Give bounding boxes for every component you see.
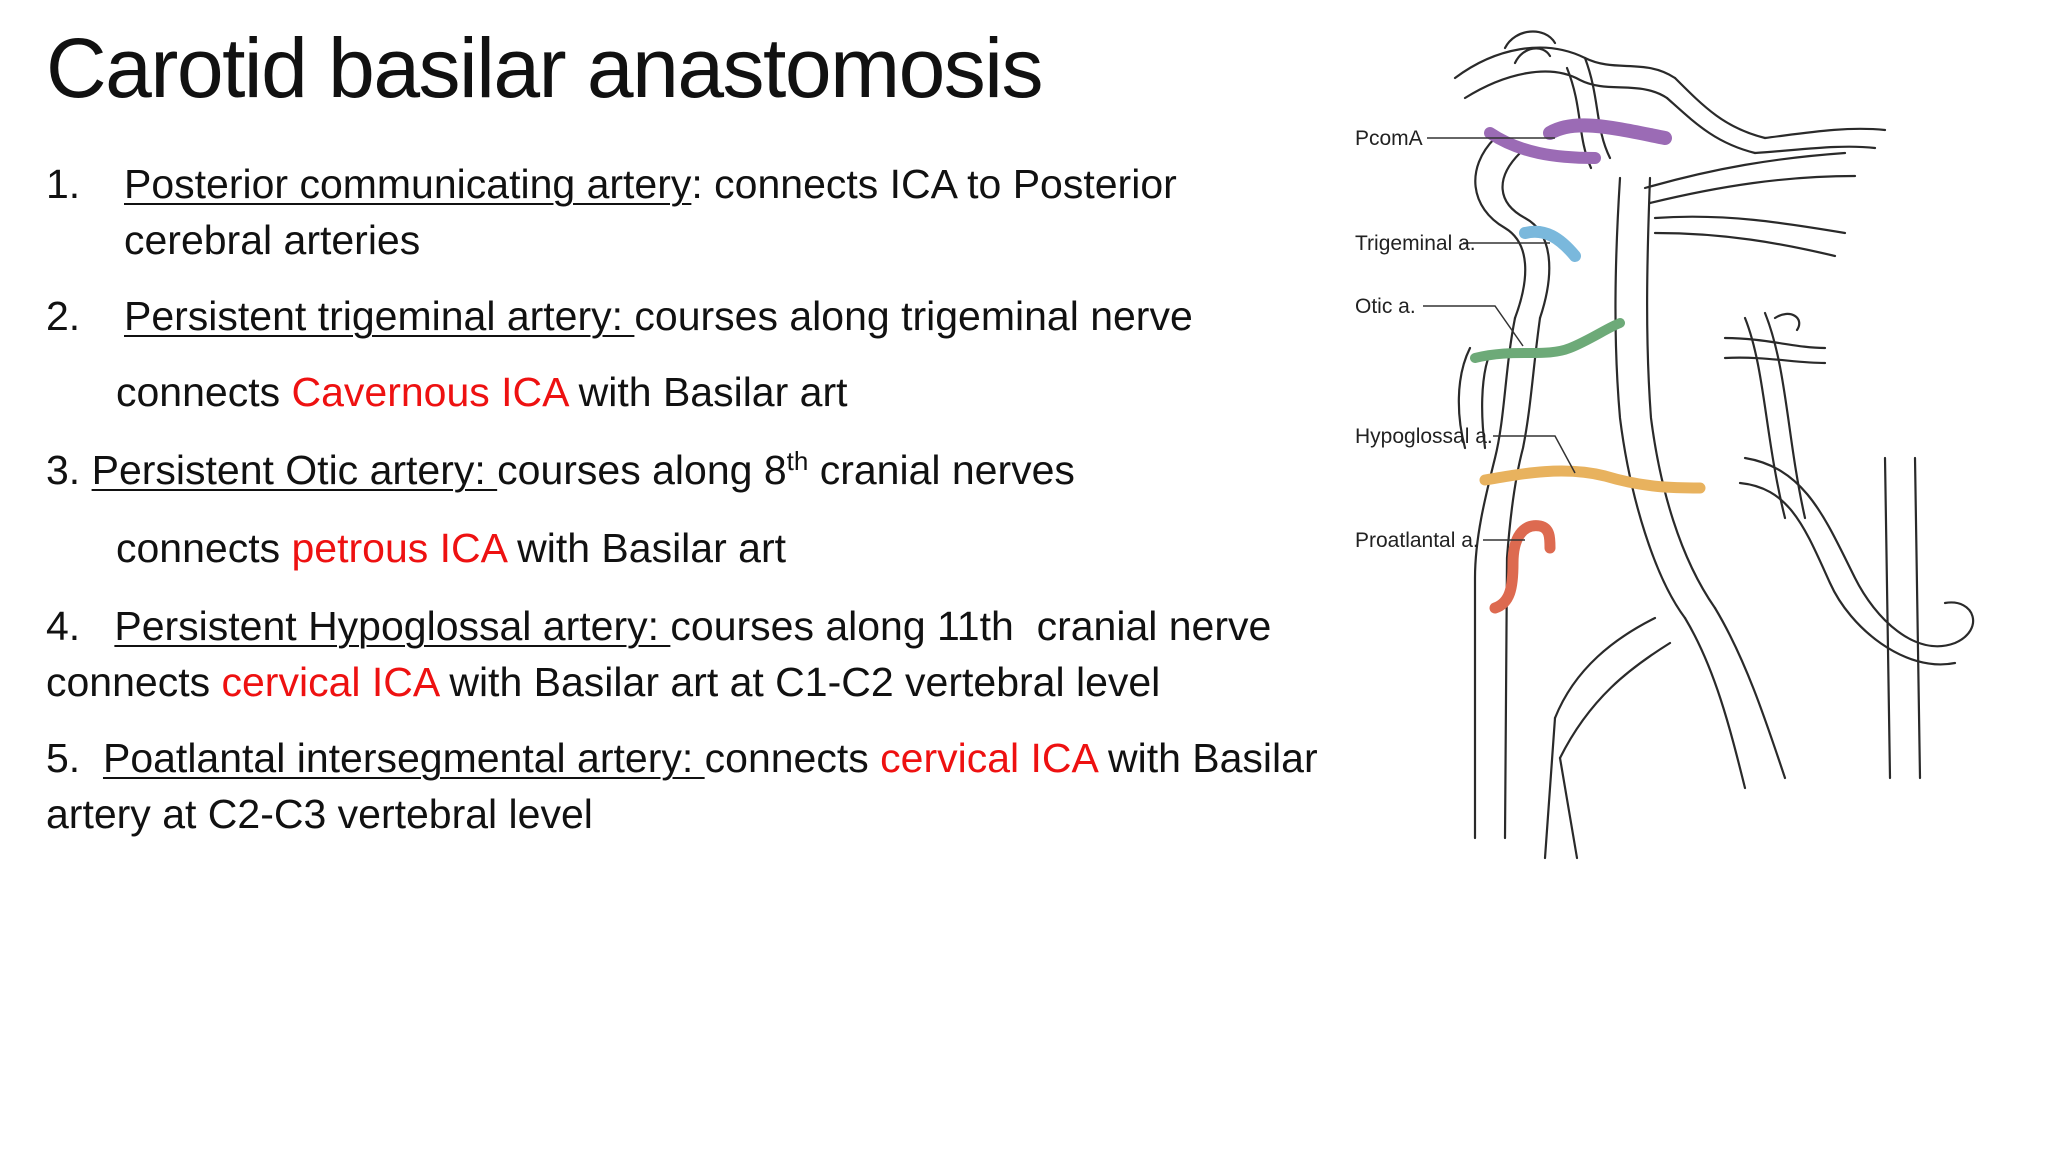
item-4-highlight: cervical ICA bbox=[221, 659, 438, 705]
hypoglossal-vessel bbox=[1479, 465, 1706, 494]
anastomosis-figure: PcomA Trigeminal a. Otic a. Hypoglossal … bbox=[1345, 18, 1985, 868]
label-hypoglossal: Hypoglossal a. bbox=[1355, 425, 1493, 448]
item-3-connection-suffix: with Basilar art bbox=[505, 525, 786, 571]
item-5-term: Poatlantal intersegmental artery: bbox=[102, 735, 705, 781]
label-pcoma: PcomA bbox=[1355, 127, 1423, 150]
list-item-5: 5. Poatlantal intersegmental artery: con… bbox=[46, 730, 1336, 842]
label-trigeminal: Trigeminal a. bbox=[1355, 232, 1476, 255]
item-2-connection-suffix: with Basilar art bbox=[567, 369, 848, 415]
item-2-text: Persistent trigeminal artery: courses al… bbox=[124, 288, 1336, 344]
item-4-description: courses along 11th cranial nerve connect… bbox=[46, 603, 1306, 705]
vessel-outlines bbox=[1453, 30, 1975, 860]
item-5-description: connects bbox=[704, 735, 881, 781]
item-1-term: Posterior communicating artery bbox=[124, 161, 692, 207]
item-2-number: 2. bbox=[46, 293, 81, 339]
slide-title: Carotid basilar anastomosis bbox=[46, 21, 1043, 115]
proatlantal-vessel bbox=[1489, 520, 1556, 614]
list-item-2: 2. Persistent trigeminal artery: courses… bbox=[46, 288, 1336, 344]
list-item-1: 1. Posterior communicating artery: conne… bbox=[46, 156, 1336, 268]
pcoma-vessel bbox=[1484, 127, 1601, 164]
item-5-description-end: with Basilar artery at C2-C3 vertebral l… bbox=[46, 735, 1330, 837]
item-3-connection-prefix: connects bbox=[116, 525, 292, 571]
item-5-number: 5. bbox=[46, 735, 103, 781]
arteries-diagram: PcomA Trigeminal a. Otic a. Hypoglossal … bbox=[1355, 30, 1975, 860]
item-2-description: courses along trigeminal nerve bbox=[634, 293, 1193, 339]
list-item-4: 4. Persistent Hypoglossal artery: course… bbox=[46, 598, 1336, 710]
item-3-connection-highlight: petrous ICA bbox=[291, 525, 506, 571]
list-item-3: 3. Persistent Otic artery: courses along… bbox=[46, 442, 1336, 498]
item-3-term: Persistent Otic artery: bbox=[91, 447, 498, 493]
item-2-connection-prefix: connects bbox=[116, 369, 292, 415]
item-2-term: Persistent trigeminal artery: bbox=[124, 293, 635, 339]
item-3-connection: connects petrous ICA with Basilar art bbox=[46, 520, 1336, 576]
item-2-connection-highlight: Cavernous ICA bbox=[291, 369, 568, 415]
otic-vessel bbox=[1470, 318, 1625, 363]
content-list: 1. Posterior communicating artery: conne… bbox=[46, 156, 1336, 842]
trigeminal-vessel bbox=[1519, 225, 1581, 262]
label-proatlantal: Proatlantal a. bbox=[1355, 529, 1479, 552]
leader-lines bbox=[1423, 137, 1576, 541]
item-1-text: Posterior communicating artery: connects… bbox=[124, 156, 1336, 268]
item-4-number: 4. bbox=[46, 603, 115, 649]
item-2-connection: connects Cavernous ICA with Basilar art bbox=[46, 364, 1336, 420]
item-5-highlight: cervical ICA bbox=[880, 735, 1097, 781]
item-1-number: 1. bbox=[46, 161, 81, 207]
label-otic: Otic a. bbox=[1355, 295, 1416, 318]
item-3-number: 3. bbox=[46, 447, 92, 493]
item-4-term: Persistent Hypoglossal artery: bbox=[114, 603, 671, 649]
pcoma-vessel-right bbox=[1543, 118, 1672, 145]
item-1-description: : connects ICA to Posterior cerebral art… bbox=[124, 161, 1177, 263]
item-4-description-end: with Basilar art at C1-C2 vertebral leve… bbox=[437, 659, 1161, 705]
item-3-description-b: cranial nerves bbox=[808, 447, 1075, 493]
item-3-description-a: courses along 8 bbox=[497, 447, 787, 493]
item-3-superscript: th bbox=[786, 446, 809, 476]
